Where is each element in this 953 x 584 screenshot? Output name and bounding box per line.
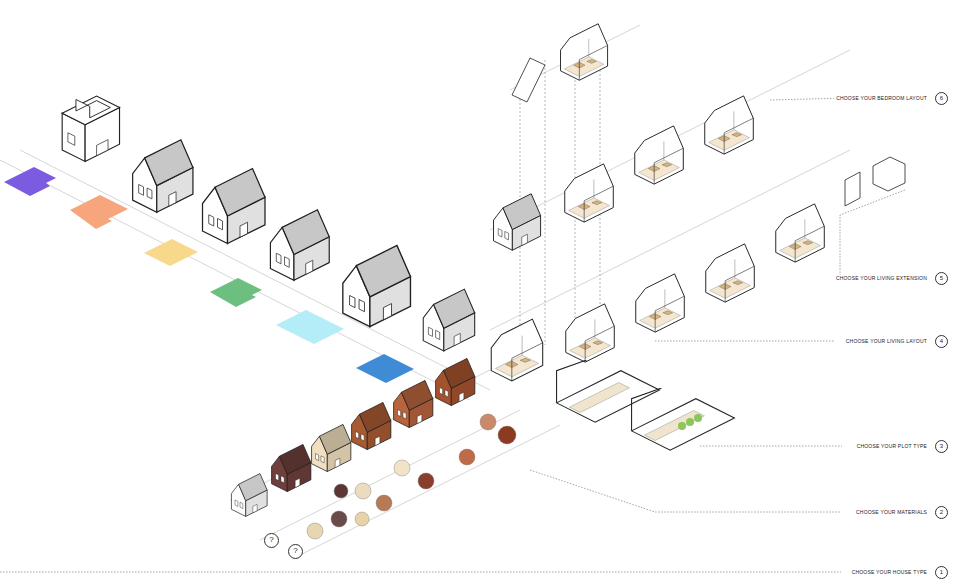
step-label: CHOOSE YOUR HOUSE TYPE — [850, 569, 929, 576]
house-type-row — [203, 169, 266, 244]
guide-lines — [20, 150, 490, 390]
module-explode — [566, 304, 615, 362]
leader-lines — [530, 470, 841, 512]
module-explode — [776, 204, 825, 262]
leader-lines — [0, 98, 905, 572]
module-explode — [561, 24, 608, 80]
callout-number: 2 — [935, 506, 948, 519]
guide-lines — [0, 160, 470, 400]
material-swatches — [334, 484, 348, 498]
module-explode — [512, 58, 545, 102]
material-houses — [272, 444, 311, 491]
plot-types — [686, 418, 694, 426]
footprint-swatches — [276, 310, 344, 344]
material-swatches — [331, 511, 347, 527]
module-explode — [706, 244, 755, 302]
footprint-swatches — [356, 354, 414, 383]
step-node: CHOOSE YOUR LIVING EXTENSION 5 — [834, 272, 948, 285]
step-node: CHOOSE YOUR MATERIALS 2 — [854, 506, 948, 519]
house-type-row — [423, 289, 474, 351]
guide-lines — [490, 50, 850, 230]
footprint-swatches — [4, 167, 56, 196]
guide-lines — [0, 25, 850, 555]
callout-number: 6 — [935, 92, 948, 105]
material-houses — [436, 358, 475, 405]
step-label: CHOOSE YOUR BEDROOM LAYOUT — [834, 95, 929, 102]
material-houses — [231, 474, 267, 517]
material-houses — [312, 424, 351, 471]
footprint-swatches — [4, 167, 414, 383]
material-swatches — [394, 460, 410, 476]
module-explode — [491, 24, 905, 381]
material-swatches — [498, 426, 516, 444]
callout-number: 3 — [935, 440, 948, 453]
module-explode — [636, 274, 685, 332]
material-swatches — [355, 483, 371, 499]
step-label: CHOOSE YOUR LIVING EXTENSION — [834, 275, 929, 282]
question-mark: ? — [288, 544, 303, 559]
house-type-row — [62, 96, 119, 161]
footprint-swatches — [210, 278, 262, 307]
step-node: CHOOSE YOUR PLOT TYPE 3 — [855, 440, 948, 453]
step-label: CHOOSE YOUR LIVING LAYOUT — [844, 338, 929, 345]
house-type-row — [343, 245, 411, 326]
material-swatches — [480, 414, 496, 430]
house-type-row — [133, 140, 193, 212]
step-node: CHOOSE YOUR HOUSE TYPE 1 — [850, 566, 948, 579]
leader-lines — [700, 446, 842, 447]
module-explode — [705, 96, 754, 154]
step-label: CHOOSE YOUR MATERIALS — [854, 509, 929, 516]
callout-number: 4 — [935, 335, 948, 348]
house-type-row — [62, 96, 475, 351]
step-node: CHOOSE YOUR LIVING LAYOUT 4 — [844, 335, 948, 348]
leader-lines — [0, 572, 841, 573]
material-swatches — [307, 523, 323, 539]
explode-lines — [545, 60, 546, 345]
module-explode — [873, 157, 905, 191]
material-houses — [352, 402, 391, 449]
guide-lines — [300, 425, 560, 555]
material-swatches — [418, 473, 434, 489]
leader-lines — [655, 341, 835, 342]
plot-types — [678, 422, 686, 430]
module-explode — [845, 172, 860, 206]
house-type-row — [270, 210, 329, 281]
module-explode — [565, 164, 614, 222]
module-explode — [494, 194, 541, 250]
question-circle: ? — [264, 533, 279, 548]
question-mark: ? — [264, 533, 279, 548]
material-swatches — [376, 495, 392, 511]
plot-types — [557, 360, 660, 422]
material-swatches — [355, 512, 369, 526]
question-circle: ? — [288, 544, 303, 559]
module-explode — [491, 319, 542, 381]
step-node: CHOOSE YOUR BEDROOM LAYOUT 6 — [834, 92, 948, 105]
material-houses — [394, 380, 433, 427]
callout-number: 1 — [935, 566, 948, 579]
footprint-swatches — [70, 195, 128, 229]
footprint-swatches — [144, 239, 198, 266]
plot-types — [557, 360, 735, 450]
material-swatches — [307, 414, 516, 539]
plot-types — [694, 414, 702, 422]
material-swatches — [459, 449, 475, 465]
callout-number: 5 — [935, 272, 948, 285]
material-houses — [231, 358, 474, 516]
module-explode — [635, 126, 684, 184]
plot-types — [632, 388, 735, 450]
step-label: CHOOSE YOUR PLOT TYPE — [855, 443, 929, 450]
